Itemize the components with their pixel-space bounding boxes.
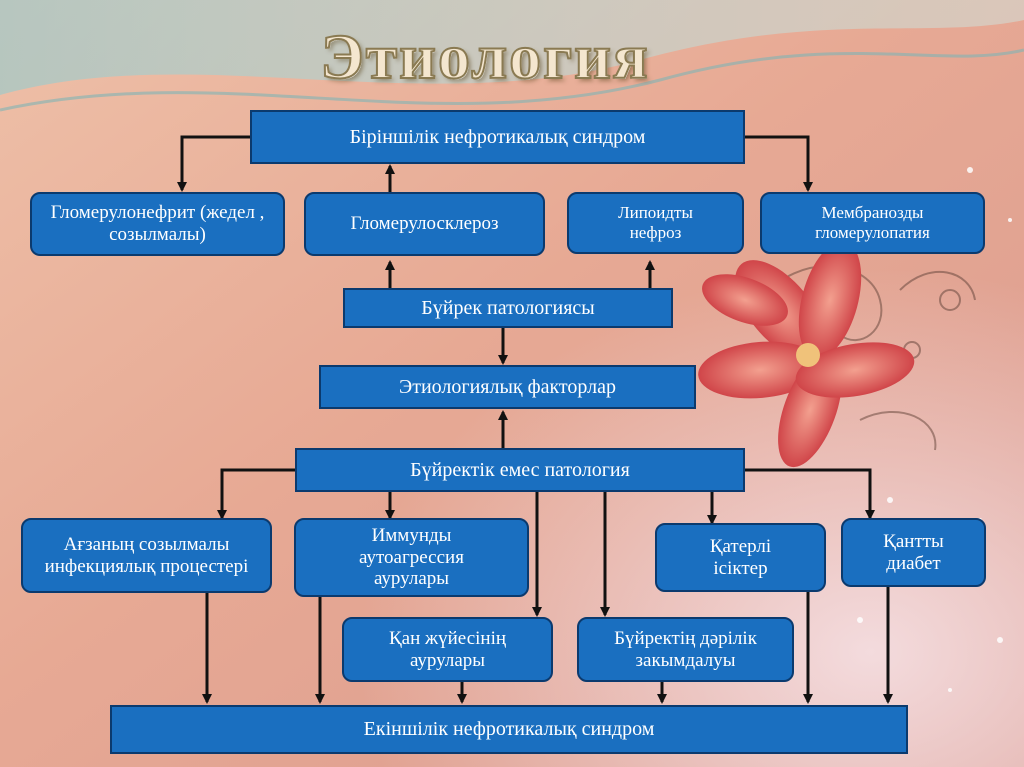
- kidney-pathology-box: Бүйрек патологиясы: [343, 288, 673, 328]
- etiological-factors-box: Этиологиялық факторлар: [319, 365, 696, 409]
- diabetes-box: Қантты диабет: [841, 518, 986, 587]
- glomerulonephritis-box: Гломерулонефрит (жедел , созылмалы): [30, 192, 285, 256]
- lily-flower-decoration: [698, 241, 915, 468]
- lipoid-nephrosis-box: Липоидты нефроз: [567, 192, 744, 254]
- non-kidney-pathology-box: Бүйректік емес патология: [295, 448, 745, 492]
- drug-kidney-damage-box: Бүйректің дәрілік закымдалуы: [577, 617, 794, 682]
- secondary-nephrotic-syndrome-box: Екіншілік нефротикалық синдром: [110, 705, 908, 754]
- slide-title: Этиология: [319, 20, 650, 93]
- glomerulosclerosis-box: Гломерулосклероз: [304, 192, 545, 256]
- membranous-glomerulopathy-box: Мембранозды гломерулопатия: [760, 192, 985, 254]
- autoimmune-diseases-box: Иммунды аутоагрессия аурулары: [294, 518, 529, 597]
- blood-diseases-box: Қан жүйесінің аурулары: [342, 617, 553, 682]
- chronic-infections-box: Ағзаның созылмалы инфекциялық процестері: [21, 518, 272, 593]
- malignant-tumors-box: Қатерлі ісіктер: [655, 523, 826, 592]
- primary-nephrotic-syndrome-box: Біріншілік нефротикалық синдром: [250, 110, 745, 164]
